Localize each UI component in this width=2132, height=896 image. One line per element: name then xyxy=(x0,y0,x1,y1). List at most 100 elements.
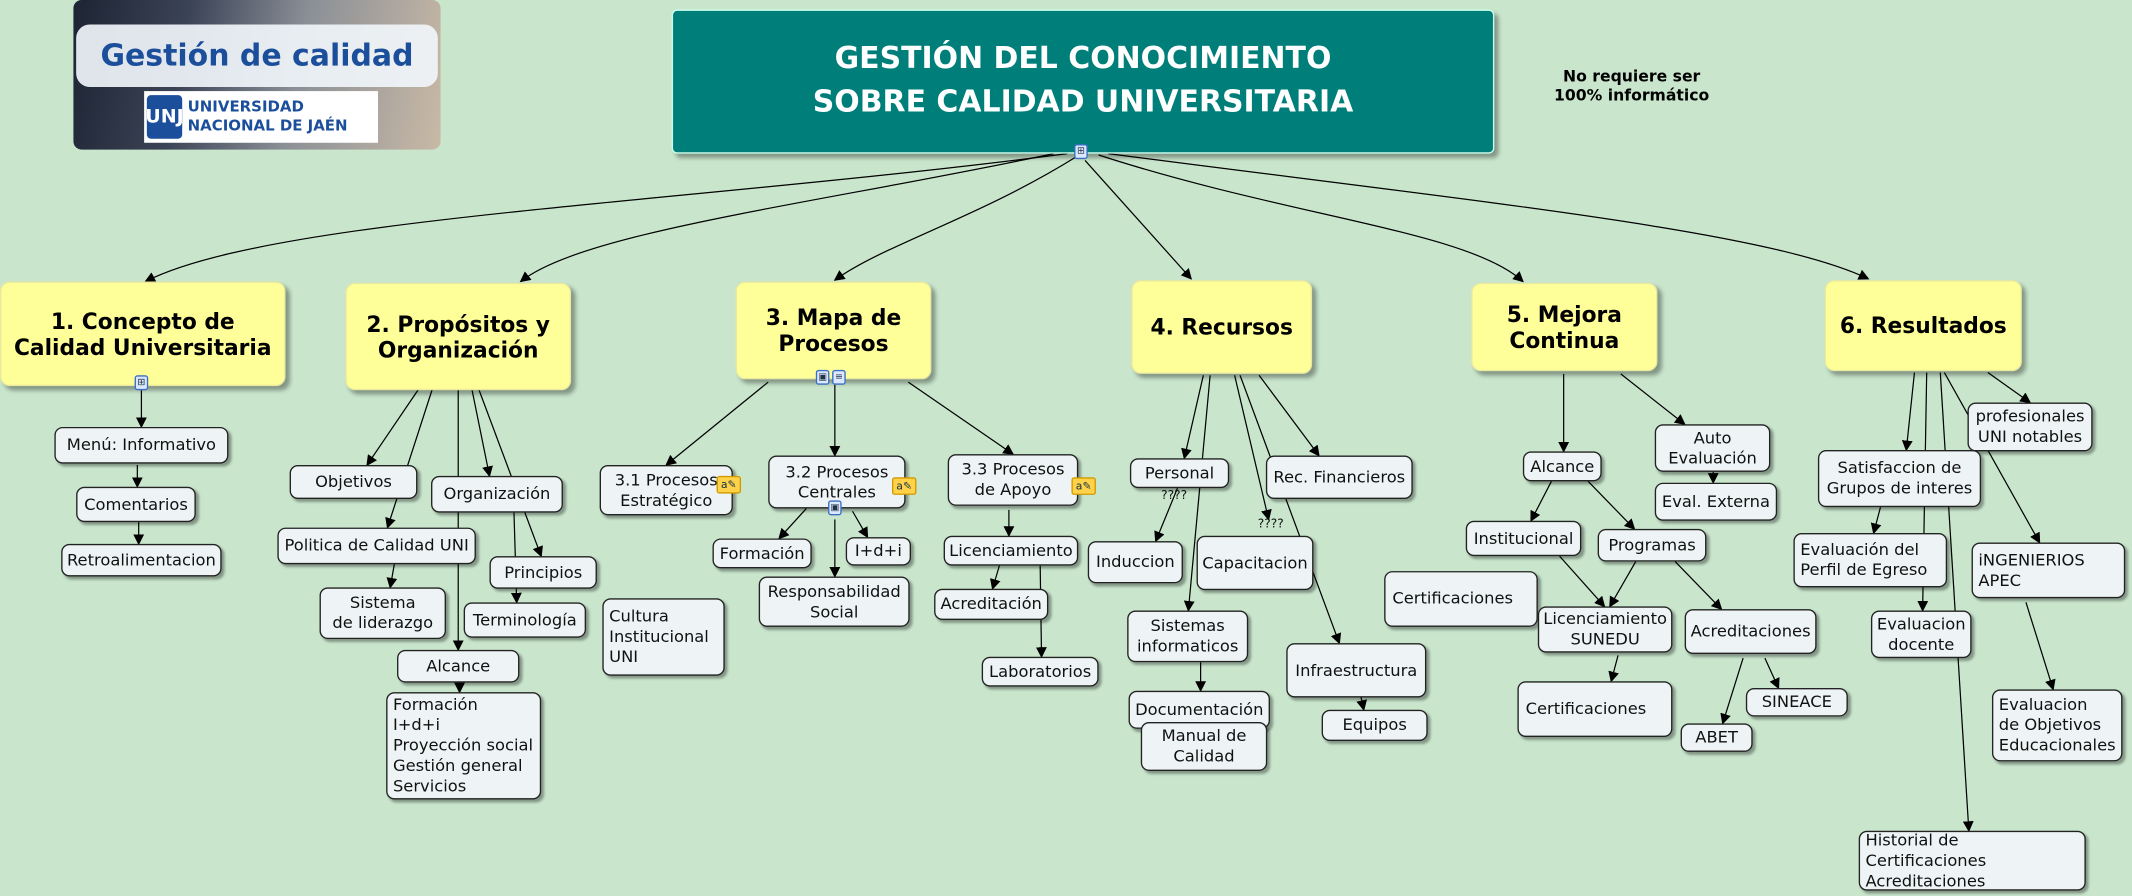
node-auto-evaluacion[interactable]: Auto Evaluación xyxy=(1654,424,1771,472)
title-line-2: SOBRE CALIDAD UNIVERSITARIA xyxy=(812,85,1354,120)
node-alcance-list[interactable]: Formación I+d+i Proyección social Gestió… xyxy=(386,692,542,800)
topic-resultados[interactable]: 6. Resultados xyxy=(1824,280,2022,372)
edge xyxy=(907,381,1015,455)
edge xyxy=(1239,375,1342,645)
node-responsabilidad-social[interactable]: Responsabilidad Social xyxy=(758,576,910,627)
edge xyxy=(1234,375,1272,521)
edge xyxy=(386,564,398,589)
edge xyxy=(1183,375,1211,612)
main-title-node[interactable]: GESTIÓN DEL CONOCIMIENTO SOBRE CALIDAD U… xyxy=(671,9,1495,154)
university-name: UNIVERSIDAD NACIONAL DE JAÉN xyxy=(187,97,348,135)
node-alcance[interactable]: Alcance xyxy=(397,649,520,683)
node-personal[interactable]: Personal xyxy=(1129,458,1230,489)
submap-icon[interactable]: ⊞ xyxy=(1074,144,1088,160)
edge xyxy=(1587,480,1636,530)
edge xyxy=(385,388,433,529)
topic-recursos[interactable]: 4. Recursos xyxy=(1131,280,1313,374)
node-certificaciones[interactable]: Certificaciones xyxy=(1384,571,1538,627)
edge xyxy=(1098,154,1524,283)
edge xyxy=(852,510,869,539)
edge xyxy=(990,565,1001,591)
node-certificaciones-2[interactable]: Certificaciones xyxy=(1517,681,1673,737)
unj-logo-mark: UNJ xyxy=(145,95,184,139)
topic-concepto[interactable]: 1. Concepto de Calidad Universitaria xyxy=(0,281,286,387)
node-objetivos[interactable]: Objetivos xyxy=(289,465,418,500)
node-sineace[interactable]: SINEACE xyxy=(1745,688,1848,717)
node-programas[interactable]: Programas xyxy=(1597,528,1707,562)
edge xyxy=(478,388,543,558)
node-principios[interactable]: Principios xyxy=(489,556,597,589)
edge xyxy=(1939,372,1974,833)
edge xyxy=(1181,375,1204,460)
edge xyxy=(1258,374,1320,457)
edge xyxy=(2025,602,2056,691)
node-abet[interactable]: ABET xyxy=(1680,723,1753,752)
node-eval-externa[interactable]: Eval. Externa xyxy=(1654,482,1778,521)
node-acreditacion[interactable]: Acreditación xyxy=(934,588,1049,621)
node-alcance-mejora[interactable]: Alcance xyxy=(1522,451,1602,482)
node-capacitacion[interactable]: Capacitacion xyxy=(1196,535,1314,591)
node-organizacion[interactable]: Organización xyxy=(431,475,563,513)
title-line-1: GESTIÓN DEL CONOCIMIENTO xyxy=(834,42,1332,77)
node-evaluacion-docente[interactable]: Evaluacion docente xyxy=(1870,610,1972,659)
node-acreditaciones[interactable]: Acreditaciones xyxy=(1684,609,1817,655)
node-evaluacion-perfil[interactable]: Evaluación del Perfil de Egreso xyxy=(1793,533,1948,588)
document-icon[interactable]: ≡ xyxy=(832,369,846,385)
node-retroalimentacion[interactable]: Retroalimentacion xyxy=(61,543,222,577)
edge xyxy=(366,388,420,467)
node-laboratorios[interactable]: Laboratorios xyxy=(981,656,1099,687)
edge xyxy=(1559,555,1606,608)
edge xyxy=(1901,372,1916,452)
node-equipos[interactable]: Equipos xyxy=(1321,709,1428,742)
edge xyxy=(1108,153,1870,280)
node-institucional[interactable]: Institucional xyxy=(1465,520,1582,557)
node-licenciamiento[interactable]: Licenciamiento xyxy=(943,535,1079,566)
node-procesos-centrales[interactable]: 3.2 Procesos Centrales xyxy=(768,455,906,509)
submap-icon[interactable]: ⊞ xyxy=(134,375,149,391)
node-ingenieros-apec[interactable]: iNGENIERIOS APEC xyxy=(1971,542,2126,599)
note-icon[interactable]: a✎ xyxy=(1071,477,1096,495)
node-manual-calidad[interactable]: Manual de Calidad xyxy=(1140,722,1268,771)
image-icon[interactable]: ▣ xyxy=(815,369,830,385)
node-infraestructura[interactable]: Infraestructura xyxy=(1286,643,1427,698)
edge xyxy=(1674,561,1723,611)
node-licenciamiento-sunedu[interactable]: Licenciamiento SUNEDU xyxy=(1537,606,1673,653)
node-satisfaccion-grupos[interactable]: Satisfaccion de Grupos de interes xyxy=(1817,450,1982,508)
edge xyxy=(1764,657,1780,690)
note-icon[interactable]: a✎ xyxy=(891,477,917,495)
edge xyxy=(1870,507,1882,535)
edge xyxy=(1608,655,1619,683)
logo-headline: Gestión de calidad xyxy=(76,24,438,88)
node-cultura-institucional[interactable]: Cultura Institucional UNI xyxy=(602,598,725,676)
node-formacion[interactable]: Formación xyxy=(712,538,812,569)
node-rec-financieros[interactable]: Rec. Financieros xyxy=(1265,455,1413,500)
node-idi[interactable]: I+d+i xyxy=(845,537,911,566)
node-sistemas-informaticos[interactable]: Sistemas informaticos xyxy=(1127,610,1249,663)
edge xyxy=(1356,697,1368,712)
link-label: ???? xyxy=(1161,489,1188,504)
topic-mapa-procesos[interactable]: 3. Mapa de Procesos xyxy=(735,281,932,380)
edge xyxy=(1154,487,1179,543)
node-menu-informativo[interactable]: Menú: Informativo xyxy=(54,426,229,464)
node-historial-certificaciones[interactable]: Historial de Certificaciones Acreditacio… xyxy=(1858,830,2086,891)
note-icon[interactable]: a✎ xyxy=(716,475,742,494)
image-icon[interactable]: ▣ xyxy=(828,500,842,516)
node-evaluacion-objetivos[interactable]: Evaluacion de Objetivos Educacionales xyxy=(1991,689,2123,762)
node-sistema-liderazgo[interactable]: Sistema de liderazgo xyxy=(319,587,446,640)
node-induccion[interactable]: Induccion xyxy=(1087,541,1183,584)
note-text: No requiere ser 100% informático xyxy=(1554,66,1710,105)
link-label: ???? xyxy=(1257,518,1284,532)
node-politica-calidad[interactable]: Politica de Calidad UNI xyxy=(277,527,476,565)
topic-propositos[interactable]: 2. Propósitos y Organización xyxy=(345,282,572,391)
node-procesos-apoyo[interactable]: 3.3 Procesos de Apoyo xyxy=(947,454,1079,506)
node-comentarios[interactable]: Comentarios xyxy=(76,486,196,523)
node-procesos-estrategicos[interactable]: 3.1 Procesos Estratégico xyxy=(599,465,733,516)
edge xyxy=(1720,657,1744,725)
edge xyxy=(1530,481,1552,522)
node-profesionales-notables[interactable]: profesionales UNI notables xyxy=(1967,402,2093,452)
node-terminologia[interactable]: Terminología xyxy=(463,602,587,638)
edge xyxy=(778,508,807,540)
topic-mejora-continua[interactable]: 5. Mejora Continua xyxy=(1471,282,1658,372)
